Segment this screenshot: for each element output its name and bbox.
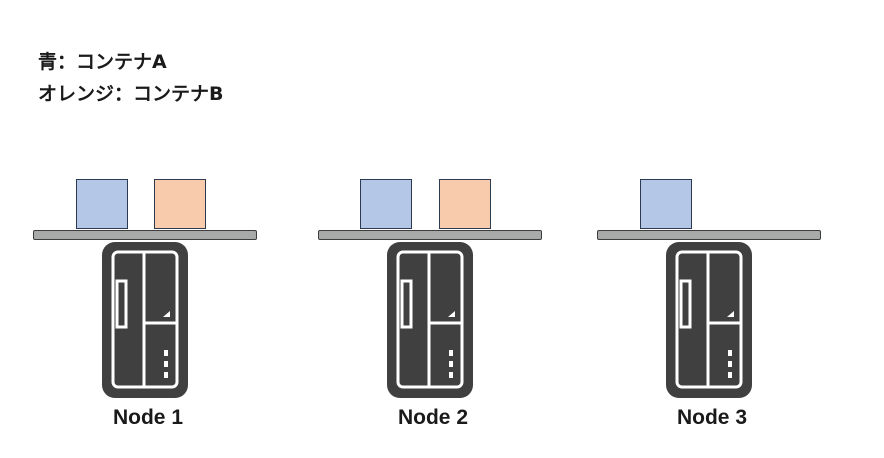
container-b-box (154, 179, 206, 229)
legend-orange-container-b: オレンジ：コンテナB (38, 83, 224, 105)
node-1: Node 1 (33, 176, 257, 446)
node-label: Node 1 (112, 406, 183, 429)
container-a-box (360, 179, 412, 229)
container-b-box (439, 179, 491, 229)
node-shelf (33, 230, 257, 240)
legend: 青：コンテナA オレンジ：コンテナB (38, 46, 223, 110)
node-2: Node 2 (318, 176, 542, 446)
node-label: Node 3 (676, 406, 747, 429)
node-shelf (597, 230, 821, 240)
server-icon (385, 240, 475, 404)
node-shelf (318, 230, 542, 240)
node-3: Node 3 (597, 176, 821, 446)
container-a-box (76, 179, 128, 229)
server-icon (100, 240, 190, 404)
container-a-box (640, 179, 692, 229)
legend-blue-container-a: 青：コンテナA (38, 51, 167, 73)
node-label: Node 2 (397, 406, 468, 429)
server-icon (664, 240, 754, 404)
